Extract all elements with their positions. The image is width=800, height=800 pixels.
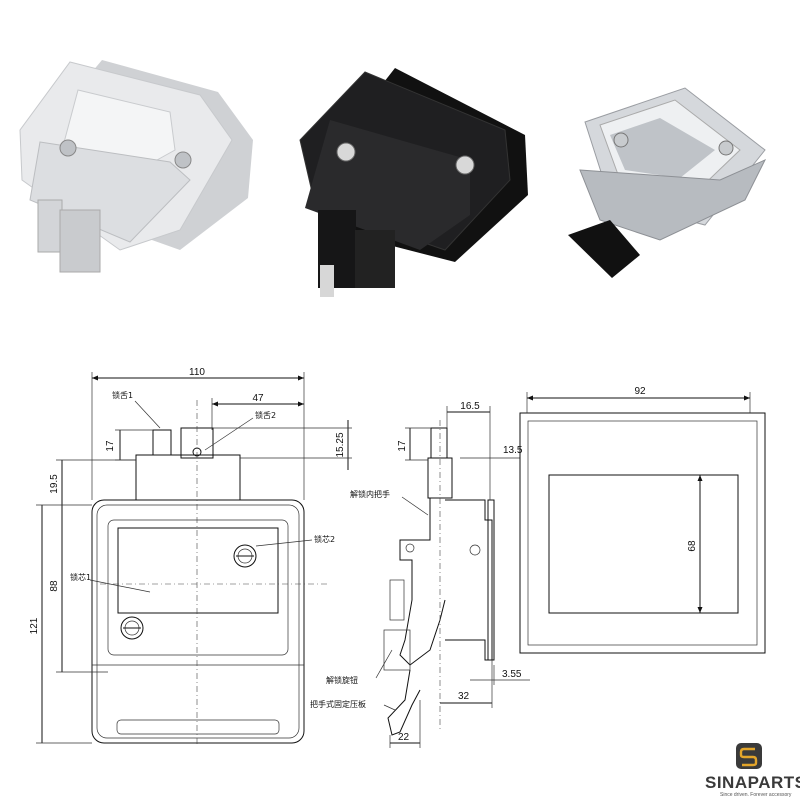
- product-photo-white-lock: [19, 60, 253, 273]
- label-core-2: 锁芯2: [314, 534, 335, 544]
- handle-recess: [117, 527, 279, 614]
- label-latch-2: 锁舌2: [255, 410, 276, 420]
- dim-19-5: 19.5: [49, 474, 60, 494]
- dim-92: 92: [634, 386, 646, 397]
- dim-3-55: 3.55: [502, 669, 522, 680]
- lock-core-2: [233, 544, 257, 568]
- lock-core-1: [120, 616, 144, 640]
- product-photo-chrome-lock: [568, 87, 767, 278]
- logo-tagline: Since driven. Forever accessory: [720, 792, 792, 798]
- dim-88: 88: [49, 580, 60, 592]
- dim-17-side: 17: [397, 440, 408, 452]
- label-fixing-plate: 把手式固定压板: [310, 699, 366, 709]
- latch-housing: [135, 454, 241, 501]
- dim-13-5: 13.5: [503, 445, 523, 456]
- dim-47: 47: [252, 393, 264, 404]
- side-view-drawing: 16.5 17 13.5 32 3.55 22 解锁内把手 解锁旋钮 把手式固定…: [310, 401, 530, 748]
- dim-32: 32: [458, 691, 470, 702]
- cutout-outer: [519, 412, 766, 654]
- label-latch-1: 锁舌1: [112, 390, 133, 400]
- label-inner-handle: 解锁内把手: [350, 489, 390, 499]
- side-latch: [430, 427, 448, 459]
- dim-17-front: 17: [105, 440, 116, 452]
- dim-121: 121: [29, 617, 40, 634]
- product-photo-black-lock: [299, 68, 528, 297]
- cutout-view-drawing: 92 68: [519, 386, 766, 654]
- dim-68: 68: [687, 540, 698, 552]
- dim-110: 110: [189, 367, 205, 378]
- dim-16-5: 16.5: [460, 401, 480, 412]
- label-core-1: 锁芯1: [70, 572, 91, 582]
- label-unlock-knob: 解锁旋钮: [326, 675, 358, 685]
- cutout-opening: [548, 474, 739, 614]
- dim-15-25: 15.25: [335, 432, 346, 457]
- front-view-drawing: 110 47 17 15.25 19.5 88 121 锁舌1 锁舌2: [29, 367, 352, 745]
- dim-22: 22: [398, 732, 410, 743]
- logo-name: SINAPARTS: [705, 773, 800, 792]
- sinaparts-logo: SINAPARTS Since driven. Forever accessor…: [705, 743, 800, 798]
- front-housing: [91, 499, 305, 744]
- latch-1: [152, 429, 172, 456]
